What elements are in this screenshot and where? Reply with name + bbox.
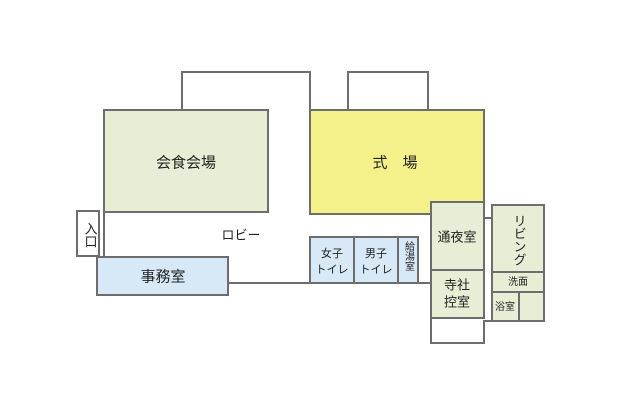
temple-room-label-2: 控室 bbox=[444, 295, 470, 311]
bathroom-label: 浴室 bbox=[495, 300, 515, 313]
bathroom bbox=[491, 291, 520, 322]
banquet-hall bbox=[103, 109, 269, 213]
kitchenette bbox=[397, 236, 419, 284]
womens-restroom-label-1: 女子 bbox=[321, 246, 343, 260]
banquet-hall-label: 会食会場 bbox=[156, 154, 216, 172]
womens-restroom bbox=[309, 236, 355, 284]
temple-room-label-1: 寺社 bbox=[444, 278, 470, 294]
wake-room bbox=[430, 201, 485, 271]
lobby-label: ロビー bbox=[221, 229, 260, 244]
temple-room bbox=[430, 269, 485, 319]
office bbox=[96, 256, 229, 296]
bath-tub bbox=[518, 291, 545, 322]
wake-room-label: 通夜室 bbox=[437, 230, 476, 246]
living-room-label: リビング bbox=[511, 214, 527, 266]
kitchenette-label: 給湯室 bbox=[403, 240, 415, 271]
entrance-box bbox=[76, 210, 100, 257]
mens-restroom-label-2: トイレ bbox=[360, 263, 393, 276]
mens-restroom-label-1: 男子 bbox=[365, 247, 387, 260]
entrance-label: 入口 bbox=[82, 222, 98, 248]
washroom-label: 洗面 bbox=[508, 276, 528, 288]
office-label: 事務室 bbox=[140, 268, 185, 286]
ceremony-hall bbox=[309, 109, 485, 215]
ceremony-hall-label: 式 場 bbox=[372, 154, 417, 172]
womens-restroom-label-2: トイレ bbox=[316, 263, 349, 276]
mens-restroom bbox=[353, 236, 399, 284]
